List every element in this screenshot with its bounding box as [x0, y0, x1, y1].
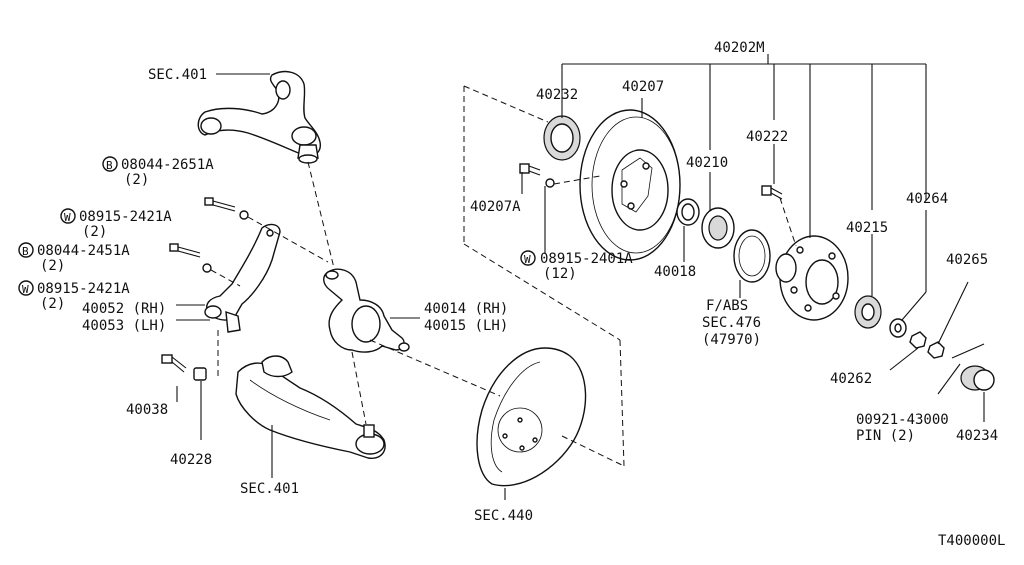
- callout-w-1: W: [60, 208, 76, 224]
- label-reference-code: T400000L: [938, 533, 1005, 549]
- bearing-40210: [701, 207, 735, 249]
- bolt-40038: [161, 354, 187, 373]
- label-40222: 40222: [746, 129, 788, 145]
- hub-dashed-outline: [463, 85, 625, 467]
- label-qty-2c: (2): [40, 258, 65, 274]
- nut-40265: [927, 341, 945, 359]
- svg-text:B: B: [106, 159, 113, 172]
- washer-08915-2421a-upper: [239, 210, 249, 220]
- label-08044-2451a: 08044-2451A: [37, 243, 130, 259]
- label-40053: 40053 (LH): [82, 318, 166, 334]
- label-40015: 40015 (LH): [424, 318, 508, 334]
- steering-knuckle: [323, 268, 410, 353]
- dust-cover: [476, 347, 587, 487]
- label-47970: (47970): [702, 332, 761, 348]
- label-sec401-top: SEC.401: [148, 67, 207, 83]
- bolt-08044-2651a: [204, 197, 236, 212]
- label-40210: 40210: [686, 155, 728, 171]
- label-40215: 40215: [846, 220, 888, 236]
- label-40234: 40234: [956, 428, 998, 444]
- svg-text:W: W: [64, 211, 71, 224]
- cotter-pin: [951, 343, 985, 359]
- lower-control-arm: [235, 355, 386, 459]
- label-40052: 40052 (RH): [82, 301, 166, 317]
- label-40018: 40018: [654, 264, 696, 280]
- callout-w-2: W: [18, 280, 34, 296]
- label-40262: 40262: [830, 371, 872, 387]
- label-40228: 40228: [170, 452, 212, 468]
- label-qty-2a: (2): [124, 172, 149, 188]
- nut-40262: [909, 331, 927, 349]
- label-08044-2651a: 08044-2651A: [121, 157, 214, 173]
- label-40014: 40014 (RH): [424, 301, 508, 317]
- hub-cap-40234: [960, 365, 995, 391]
- bolt-08044-2451a: [169, 243, 201, 258]
- washer-08915-2421a-lower: [202, 263, 212, 273]
- label-08915-2401a: 08915-2401A: [540, 251, 633, 267]
- callout-w-3: W: [520, 250, 536, 266]
- nut-40228: [193, 367, 207, 381]
- label-sec476: SEC.476: [702, 315, 761, 331]
- washer-08915-2401a: [545, 178, 555, 188]
- abs-sensor-ring: [733, 229, 771, 283]
- label-sec401-bottom: SEC.401: [240, 481, 299, 497]
- callout-b-1: B: [102, 156, 118, 172]
- label-40264: 40264: [906, 191, 948, 207]
- label-40038: 40038: [126, 402, 168, 418]
- wheel-hub: [775, 235, 849, 321]
- label-08915-2421a-1: 08915-2421A: [79, 209, 172, 225]
- bolt-40222: [761, 185, 783, 200]
- label-qty-2b: (2): [82, 224, 107, 240]
- brake-rotor-40207: [579, 109, 681, 261]
- label-40207a: 40207A: [470, 199, 521, 215]
- upper-control-arm: [197, 70, 321, 164]
- bearing-race-40018: [676, 198, 700, 226]
- svg-text:W: W: [524, 253, 531, 266]
- grease-seal-40232: [543, 115, 581, 161]
- label-sec440: SEC.440: [474, 508, 533, 524]
- washer-40264: [889, 318, 907, 338]
- bolt-40207a: [519, 163, 541, 176]
- svg-text:B: B: [22, 245, 29, 258]
- callout-b-2: B: [18, 242, 34, 258]
- label-08915-2421a-2: 08915-2421A: [37, 281, 130, 297]
- label-40207: 40207: [622, 79, 664, 95]
- leader-lines-right: [521, 54, 985, 422]
- label-pin-2: PIN (2): [856, 428, 915, 444]
- steering-arm: [204, 223, 281, 333]
- label-40202m: 40202M: [714, 40, 765, 56]
- label-40232: 40232: [536, 87, 578, 103]
- svg-text:W: W: [22, 283, 29, 296]
- bearing-40215: [854, 295, 882, 329]
- label-00921-43000: 00921-43000: [856, 412, 949, 428]
- label-qty-2d: (2): [40, 296, 65, 312]
- label-qty-12: (12): [543, 266, 577, 282]
- label-fabs: F/ABS: [706, 298, 748, 314]
- label-40265: 40265: [946, 252, 988, 268]
- leader-lines-left: [176, 73, 506, 500]
